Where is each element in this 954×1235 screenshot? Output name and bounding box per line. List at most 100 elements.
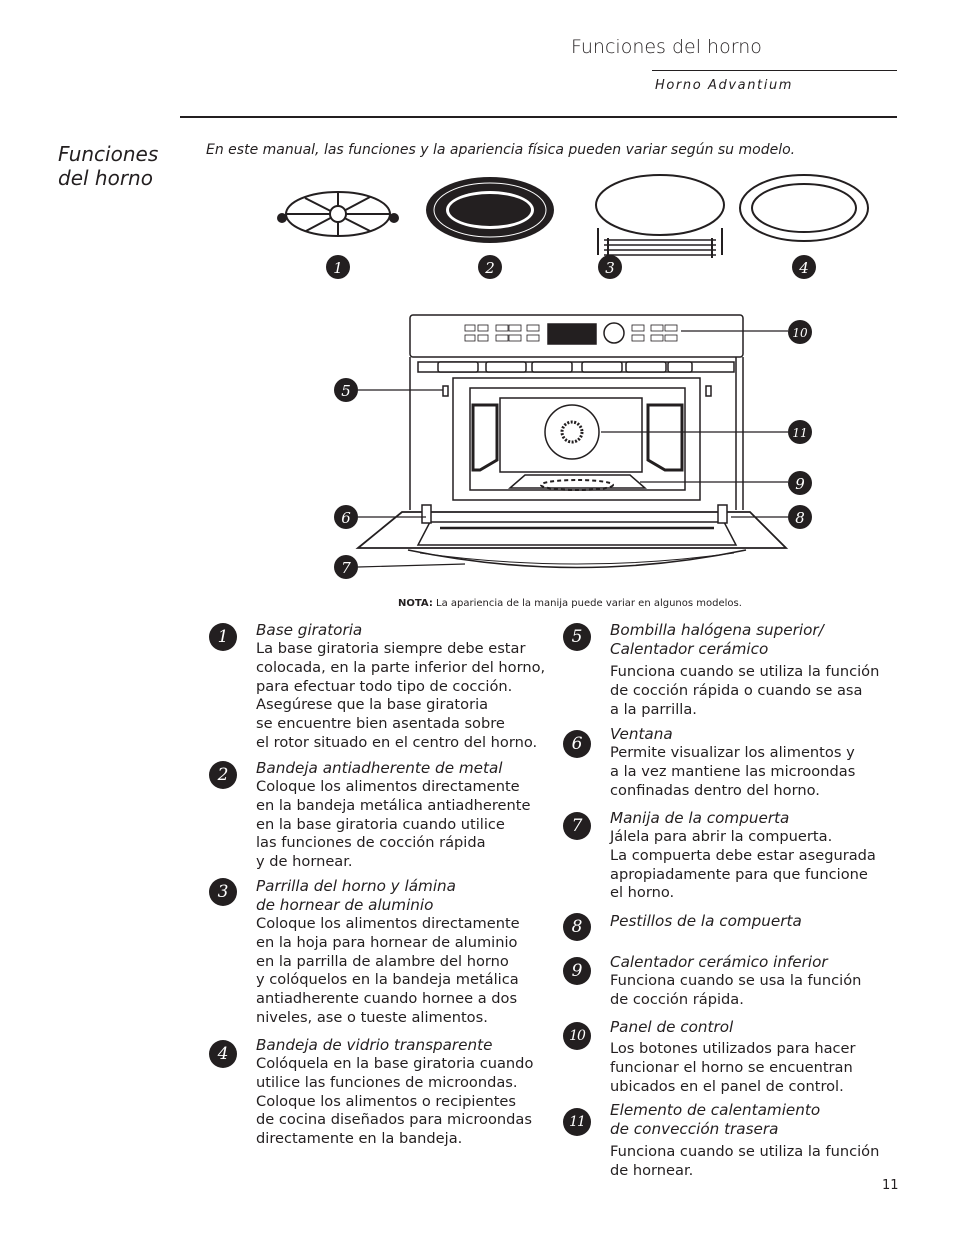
item-8: Pestillos de la compuerta — [610, 912, 802, 931]
item-3: Parrilla del horno y lámina de hornear d… — [256, 877, 520, 1028]
callout-3: 3 — [598, 255, 622, 279]
item-line: confinadas dentro del horno. — [610, 781, 820, 799]
svg-text:10: 10 — [792, 326, 808, 340]
svg-text:5: 5 — [341, 382, 351, 400]
item-title: Elemento de calentamiento — [610, 1101, 821, 1119]
callout-badges: 1 2 3 4 5 10 11 9 6 8 7 — [326, 255, 816, 579]
item-line: niveles, ase o tueste alimentos. — [256, 1008, 488, 1026]
callout-6: 6 — [334, 505, 358, 529]
item-line: en la hoja para hornear de aluminio — [256, 933, 518, 951]
item-line: se encuentre bien asentada sobre — [256, 715, 505, 733]
svg-text:3: 3 — [605, 259, 615, 277]
item-title: Bandeja de vidrio transparente — [256, 1036, 493, 1054]
item-line: Colóquela en la base giratoria cuando — [256, 1055, 534, 1072]
item-line: a la parrilla. — [610, 700, 697, 718]
note-label: NOTA: — [398, 598, 433, 609]
svg-text:11: 11 — [792, 426, 807, 440]
item-line: colocada, en la parte inferior del horno… — [256, 658, 546, 676]
side-title-line: Funciones — [58, 142, 159, 166]
item-badge-11: 11 — [563, 1108, 591, 1136]
item-2: Bandeja antiadherente de metal Coloque l… — [256, 759, 530, 872]
item-line: para efectuar todo tipo de cocción. — [256, 677, 513, 695]
item-line: Jálela para abrir la compuerta. — [610, 828, 833, 845]
item-line: en la bandeja metálica antiadherente — [256, 796, 531, 814]
item-line: funcionar el horno se encuentran — [610, 1058, 853, 1076]
item-line: en la base giratoria cuando utilice — [256, 815, 505, 833]
item-line: Funciona cuando se usa la función — [610, 972, 862, 989]
item-line: Funciona cuando se utiliza la función — [610, 1143, 880, 1160]
callout-1: 1 — [326, 255, 350, 279]
item-line: antiadherente cuando hornee a dos — [256, 990, 518, 1008]
item-badge-6: 6 — [563, 730, 591, 758]
item-5: Bombilla halógena superior/ Calentador c… — [610, 621, 879, 719]
svg-text:9: 9 — [795, 475, 805, 493]
item-badge-8: 8 — [563, 913, 591, 941]
metal-tray-drawing — [426, 177, 554, 243]
item-line: de hornear. — [610, 1161, 694, 1179]
item-line: Coloque los alimentos directamente — [256, 915, 520, 932]
item-title: de convección trasera — [610, 1120, 779, 1138]
callout-11: 11 — [788, 420, 812, 444]
header-subtitle: Horno Advantium — [655, 78, 794, 93]
item-9: Calentador cerámico inferior Funciona cu… — [610, 953, 861, 1010]
item-line: el rotor situado en el centro del horno. — [256, 733, 538, 751]
item-badge-3: 3 — [209, 878, 237, 906]
glass-tray-drawing — [739, 174, 869, 242]
item-title: Calentador cerámico — [610, 640, 769, 658]
item-title: Parrilla del horno y lámina — [256, 877, 456, 895]
item-line: y colóquelos en la bandeja metálica — [256, 971, 519, 989]
item-line: a la vez mantiene las microondas — [610, 762, 856, 780]
svg-text:8: 8 — [795, 509, 805, 527]
item-badge-7: 7 — [563, 812, 591, 840]
callout-8: 8 — [788, 505, 812, 529]
side-title: Funciones del horno — [58, 142, 158, 190]
item-10: Panel de control Los botones utilizados … — [610, 1018, 856, 1096]
item-7: Manija de la compuerta Jálela para abrir… — [610, 809, 876, 903]
note-text: La apariencia de la manija puede variar … — [432, 598, 742, 609]
item-badge-2: 2 — [209, 761, 237, 789]
item-title: Bombilla halógena superior/ — [610, 621, 824, 639]
item-line: La compuerta debe estar asegurada — [610, 846, 876, 864]
item-badge-9: 9 — [563, 957, 591, 985]
item-line: Permite visualizar los alimentos y — [610, 744, 855, 761]
svg-text:7: 7 — [341, 559, 351, 577]
svg-text:2: 2 — [484, 259, 495, 277]
item-line: directamente en la bandeja. — [256, 1130, 463, 1148]
item-4: Bandeja de vidrio transparente Colóquela… — [256, 1036, 533, 1149]
item-line: de cocción rápida o cuando se asa — [610, 681, 863, 699]
oven-illustration: 1 2 3 4 5 10 11 9 6 8 7 — [277, 174, 869, 579]
item-line: en la parrilla de alambre del horno — [256, 952, 509, 970]
item-line: de cocción rápida. — [610, 990, 744, 1008]
turntable-support-drawing — [277, 191, 399, 237]
item-badge-10: 10 — [563, 1022, 591, 1050]
item-badge-4: 4 — [209, 1040, 237, 1068]
intro-text: En este manual, las funciones y la apari… — [206, 142, 796, 158]
item-line: Coloque los alimentos directamente — [256, 778, 520, 795]
svg-text:4: 4 — [798, 259, 809, 277]
item-line: La base giratoria siempre debe estar — [256, 640, 526, 657]
svg-text:1: 1 — [333, 259, 343, 277]
item-badge-5: 5 — [563, 623, 591, 651]
callout-2: 2 — [478, 255, 502, 279]
callout-4: 4 — [792, 255, 816, 279]
item-6: Ventana Permite visualizar los alimentos… — [610, 725, 855, 800]
svg-text:6: 6 — [341, 509, 351, 527]
item-11: Elemento de calentamiento de convección … — [610, 1101, 879, 1181]
item-line: utilice las funciones de microondas. — [256, 1073, 518, 1091]
oven-body-drawing — [355, 314, 789, 569]
item-title: de hornear de aluminio — [256, 896, 434, 914]
page-number: 11 — [882, 1178, 899, 1193]
item-title: Panel de control — [610, 1018, 734, 1036]
item-line: y de hornear. — [256, 853, 353, 871]
callout-7: 7 — [334, 555, 358, 579]
item-line: apropiadamente para que funcione — [610, 865, 868, 883]
leader-lines — [357, 330, 788, 568]
item-title: Ventana — [610, 725, 673, 743]
header-section-title: Funciones del horno — [571, 36, 762, 58]
side-title-line: del horno — [58, 166, 153, 190]
item-line: Funciona cuando se utiliza la función — [610, 663, 880, 680]
header-divider-main — [180, 116, 897, 118]
item-line: de cocina diseñados para microondas — [256, 1111, 532, 1129]
callout-9: 9 — [788, 471, 812, 495]
item-line: Asegúrese que la base giratoria — [256, 696, 489, 714]
